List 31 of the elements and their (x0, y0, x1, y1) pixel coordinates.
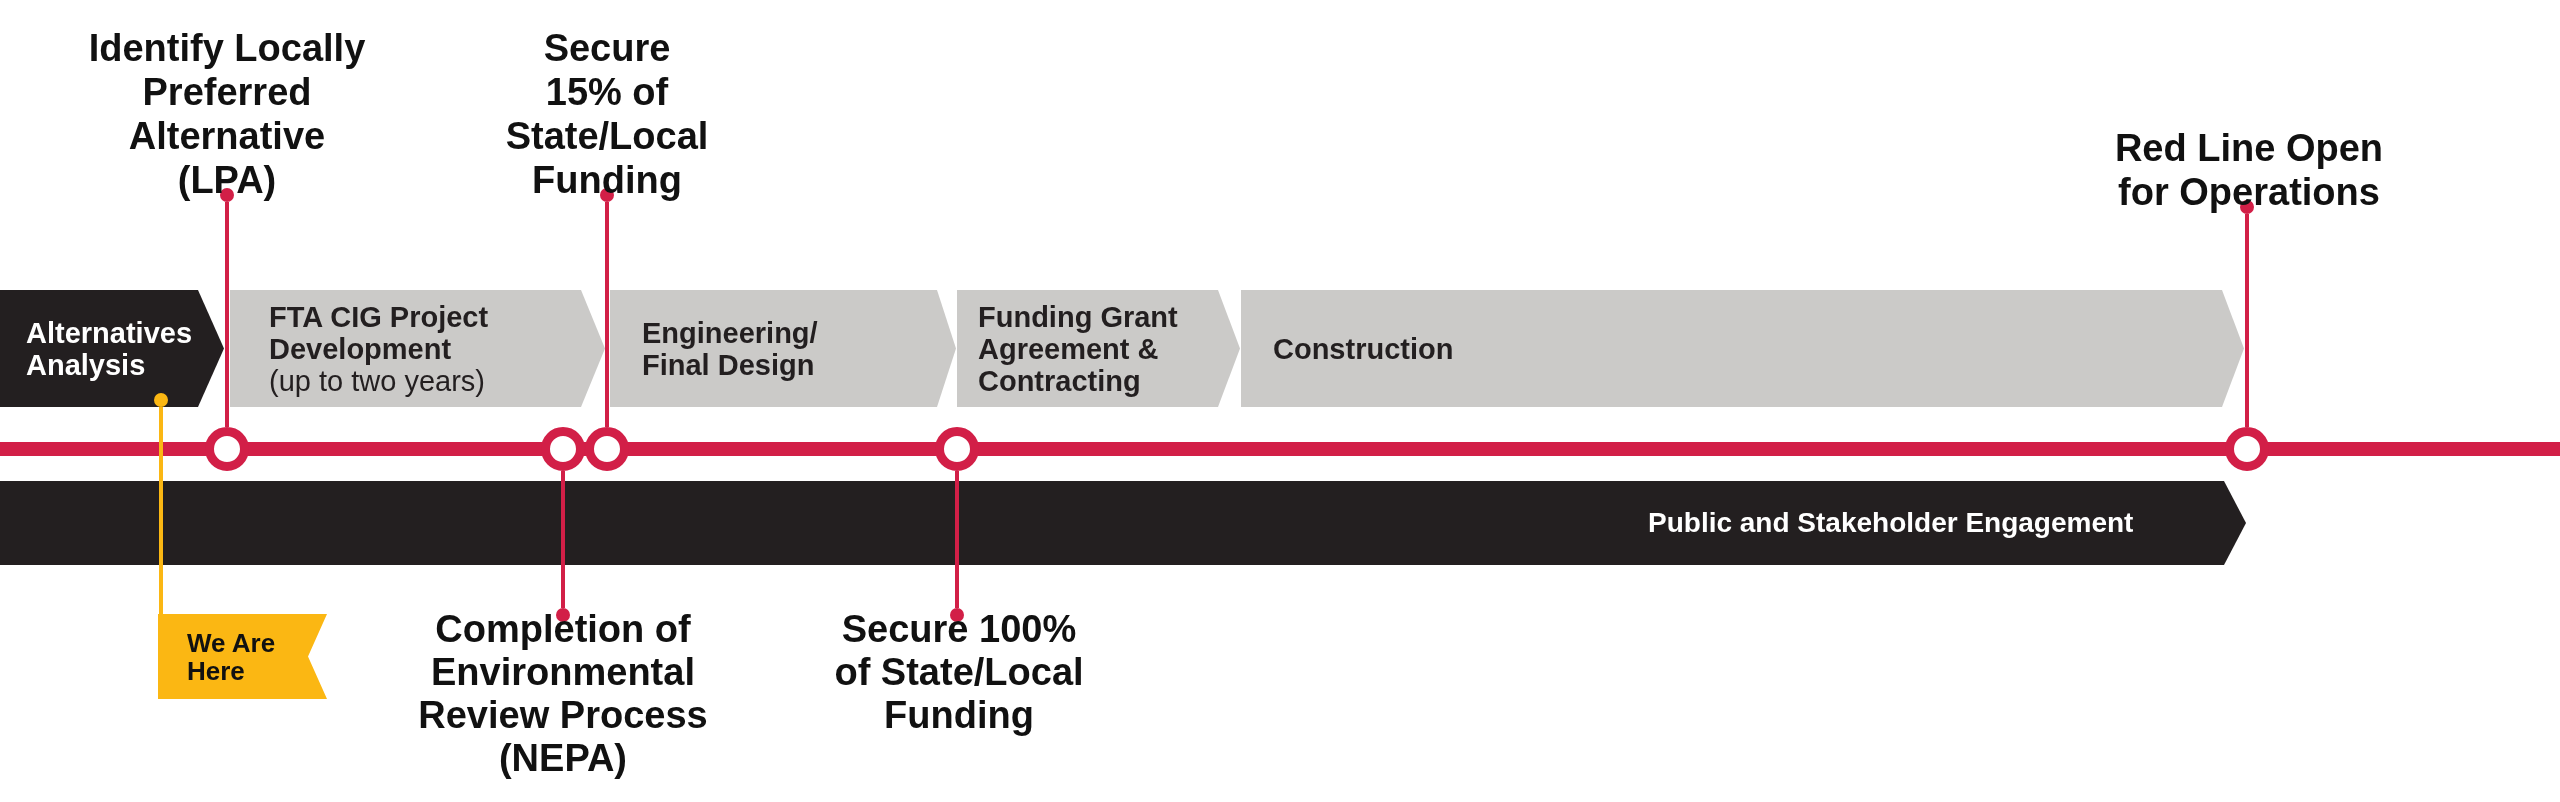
leader-line (154, 393, 168, 614)
milestone-circle (541, 427, 585, 471)
leader-line (220, 188, 234, 427)
phase-label: Construction (1273, 332, 1455, 365)
milestone-label: Completion of Environmental Review Process (NEPA) (417, 608, 709, 780)
milestone-circle (585, 427, 629, 471)
leader-line (2240, 200, 2254, 427)
phase-block (610, 290, 956, 407)
milestone-circle (205, 427, 249, 471)
milestone-label: Identify Locally Preferred Alternative (LPA) (88, 26, 366, 202)
phase-label: FTA CIG Project Development (269, 300, 490, 365)
phase-label: Engineering/ Final Design (642, 316, 819, 381)
leader-line (600, 188, 614, 427)
banner-label: Public and Stakeholder Engagement (1648, 507, 2135, 539)
leader-line (950, 471, 964, 622)
duration-note: (up to two years) (269, 364, 486, 397)
phase-block (957, 290, 1240, 407)
milestone-label: Secure 100% of State/Local Funding (833, 608, 1085, 737)
flag-label: We Are Here (187, 628, 277, 685)
banner (0, 481, 2246, 565)
milestone-circle (935, 427, 979, 471)
milestone-circle (2225, 427, 2269, 471)
flag-banner (158, 614, 327, 699)
phase-block (230, 290, 605, 407)
leader-line (556, 471, 570, 622)
phase-label: Funding Grant Agreement & Contracting (978, 300, 1179, 397)
milestone-label: Secure 15% of State/Local Funding (505, 26, 709, 202)
phase-label: Alternatives Analysis (26, 316, 193, 381)
timeline-bar (0, 442, 2560, 456)
phase-block (0, 290, 224, 407)
milestone-label: Red Line Open for Operations (2114, 126, 2384, 214)
